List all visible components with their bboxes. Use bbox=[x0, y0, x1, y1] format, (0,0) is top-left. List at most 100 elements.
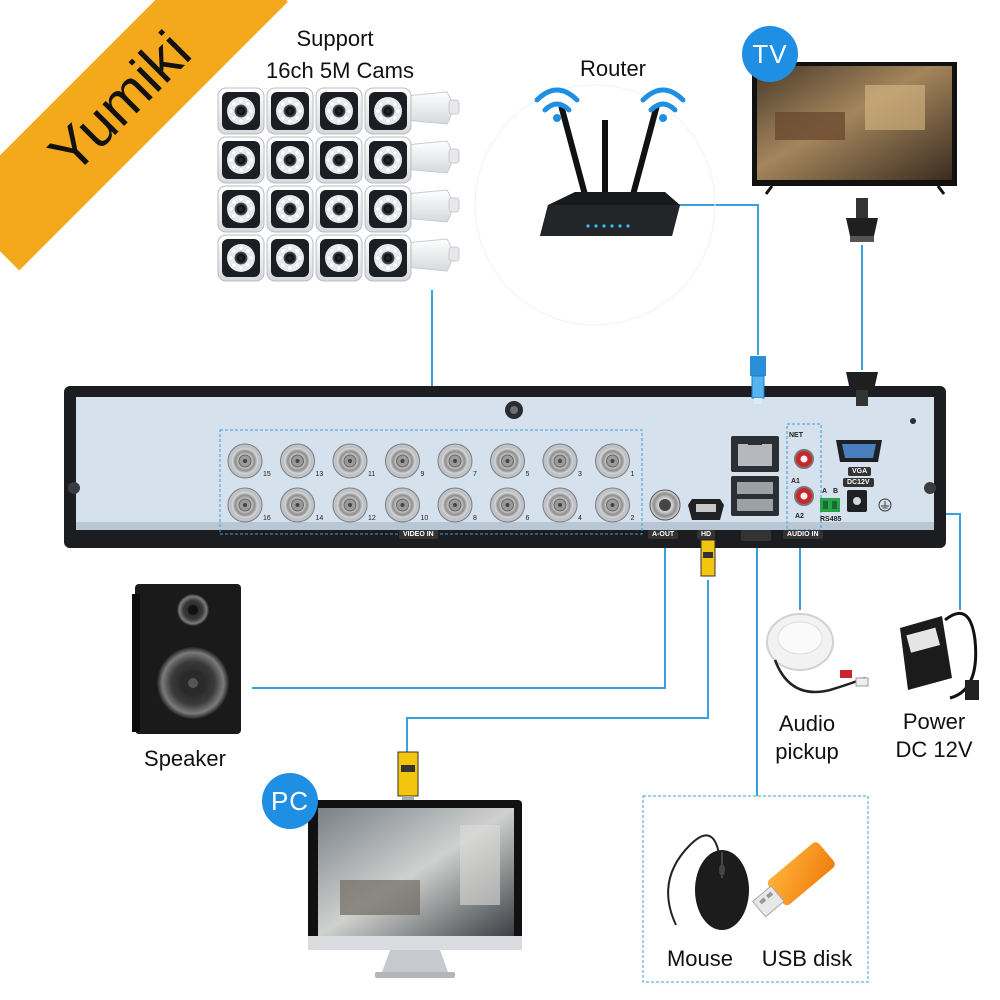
cams-label-line1: Support bbox=[296, 26, 374, 51]
power-label-line1: Power bbox=[902, 709, 966, 734]
bnc-connectors bbox=[227, 443, 630, 523]
pc-hdmi-cable bbox=[406, 580, 709, 752]
bnc-connector bbox=[332, 487, 368, 523]
router-antenna bbox=[629, 105, 660, 200]
bnc-number: 1 bbox=[630, 471, 635, 478]
bnc-number: 10 bbox=[420, 515, 429, 522]
tv-monitor bbox=[752, 62, 957, 195]
router-label: Router bbox=[579, 56, 647, 81]
cable-lines bbox=[252, 204, 961, 796]
video-in-tag: VIDEO IN bbox=[399, 530, 438, 539]
usb-port-tag bbox=[741, 530, 771, 541]
a1-tag: A1 bbox=[791, 478, 800, 485]
power-brick bbox=[900, 616, 952, 690]
peripherals-group bbox=[642, 795, 869, 983]
rj45-plug-icon bbox=[750, 356, 766, 404]
bnc-connector bbox=[490, 487, 525, 523]
bullet-camera-icon bbox=[364, 87, 460, 135]
usb-disk-device bbox=[751, 842, 835, 918]
power-plug-icon bbox=[965, 680, 979, 700]
bnc-connector bbox=[595, 487, 630, 523]
bnc-number: 7 bbox=[473, 471, 477, 478]
dc12v-tag: DC12V bbox=[843, 478, 874, 487]
speaker-device bbox=[132, 584, 241, 734]
bnc-connector bbox=[595, 443, 630, 479]
audio-in-tag: AUDIO IN bbox=[783, 530, 823, 539]
audio-pickup-mic bbox=[766, 613, 869, 694]
usb-icon bbox=[767, 842, 835, 906]
bnc-number: 14 bbox=[315, 515, 324, 522]
bnc-connector bbox=[437, 443, 473, 479]
rs485-tag: RS485 bbox=[820, 516, 842, 523]
router-antenna bbox=[558, 105, 589, 200]
bnc-connector bbox=[542, 443, 578, 479]
bullet-camera-icon bbox=[266, 234, 314, 282]
bullet-camera-icon bbox=[315, 136, 363, 184]
camera-array bbox=[217, 87, 460, 282]
bullet-camera-icon bbox=[217, 185, 265, 233]
bnc-connector bbox=[227, 487, 263, 523]
vga-tag: VGA bbox=[848, 467, 872, 476]
bullet-camera-icon bbox=[217, 136, 265, 184]
mouse-icon bbox=[695, 850, 749, 930]
bnc-number: 15 bbox=[263, 471, 271, 478]
power-label-line2: DC 12V bbox=[895, 737, 973, 762]
a-out-tag: A-OUT bbox=[648, 530, 679, 539]
bullet-camera-icon bbox=[364, 234, 460, 282]
pc-monitor bbox=[308, 800, 522, 978]
bullet-camera-icon bbox=[364, 185, 460, 233]
power-adapter bbox=[900, 611, 979, 700]
router-device bbox=[534, 87, 686, 236]
bnc-connector bbox=[437, 487, 473, 523]
bullet-camera-icon bbox=[217, 234, 265, 282]
bnc-connector bbox=[280, 443, 315, 479]
wifi-icon bbox=[534, 87, 580, 113]
cams-label-line2: 16ch 5M Cams bbox=[266, 58, 414, 83]
bnc-number: 2 bbox=[630, 515, 635, 522]
a2-tag: A2 bbox=[795, 513, 804, 520]
bnc-number: 6 bbox=[525, 515, 530, 522]
audio-label-line2: pickup bbox=[775, 739, 839, 764]
bullet-camera-icon bbox=[364, 136, 460, 184]
audio-label-line1: Audio bbox=[778, 711, 836, 736]
router-halo bbox=[474, 84, 716, 326]
vga-plug-icon bbox=[846, 198, 878, 406]
bnc-number: 11 bbox=[368, 471, 376, 478]
router-cable bbox=[678, 204, 759, 355]
bnc-connector bbox=[280, 487, 315, 523]
bnc-number: 8 bbox=[473, 515, 477, 522]
bullet-camera-icon bbox=[217, 87, 265, 135]
hdmi-plug-icon bbox=[397, 539, 716, 804]
bullet-camera-icon bbox=[266, 87, 314, 135]
mouse-label: Mouse bbox=[666, 946, 734, 971]
speaker-label: Speaker bbox=[144, 746, 226, 771]
bnc-connector bbox=[490, 443, 525, 479]
bullet-camera-icon bbox=[315, 87, 363, 135]
bnc-number: 16 bbox=[263, 515, 271, 522]
bullet-camera-icon bbox=[266, 136, 314, 184]
tv-badge: TV bbox=[742, 26, 798, 82]
rs485-b-tag: B bbox=[833, 488, 839, 495]
usb-label: USB disk bbox=[761, 946, 853, 971]
hd-tag: HD bbox=[697, 530, 716, 539]
speaker-cable bbox=[252, 540, 666, 689]
bnc-number: 5 bbox=[525, 471, 530, 478]
net-tag: NET bbox=[789, 432, 803, 439]
bnc-connector bbox=[385, 443, 420, 479]
pc-stand bbox=[382, 950, 448, 972]
wifi-icon bbox=[640, 87, 686, 113]
mouse-device bbox=[667, 834, 749, 930]
bnc-connector bbox=[542, 487, 578, 523]
bullet-camera-icon bbox=[266, 185, 314, 233]
bullet-camera-icon bbox=[315, 185, 363, 233]
bnc-connector bbox=[332, 443, 368, 479]
pc-badge: PC bbox=[262, 773, 318, 829]
bullet-camera-icon bbox=[315, 234, 363, 282]
bnc-number: 13 bbox=[315, 471, 324, 478]
ground-icon bbox=[878, 498, 892, 512]
bnc-connector bbox=[227, 443, 263, 479]
router-antenna bbox=[602, 120, 608, 202]
bnc-connector bbox=[385, 487, 420, 523]
rs485-a-tag: A bbox=[822, 488, 828, 495]
